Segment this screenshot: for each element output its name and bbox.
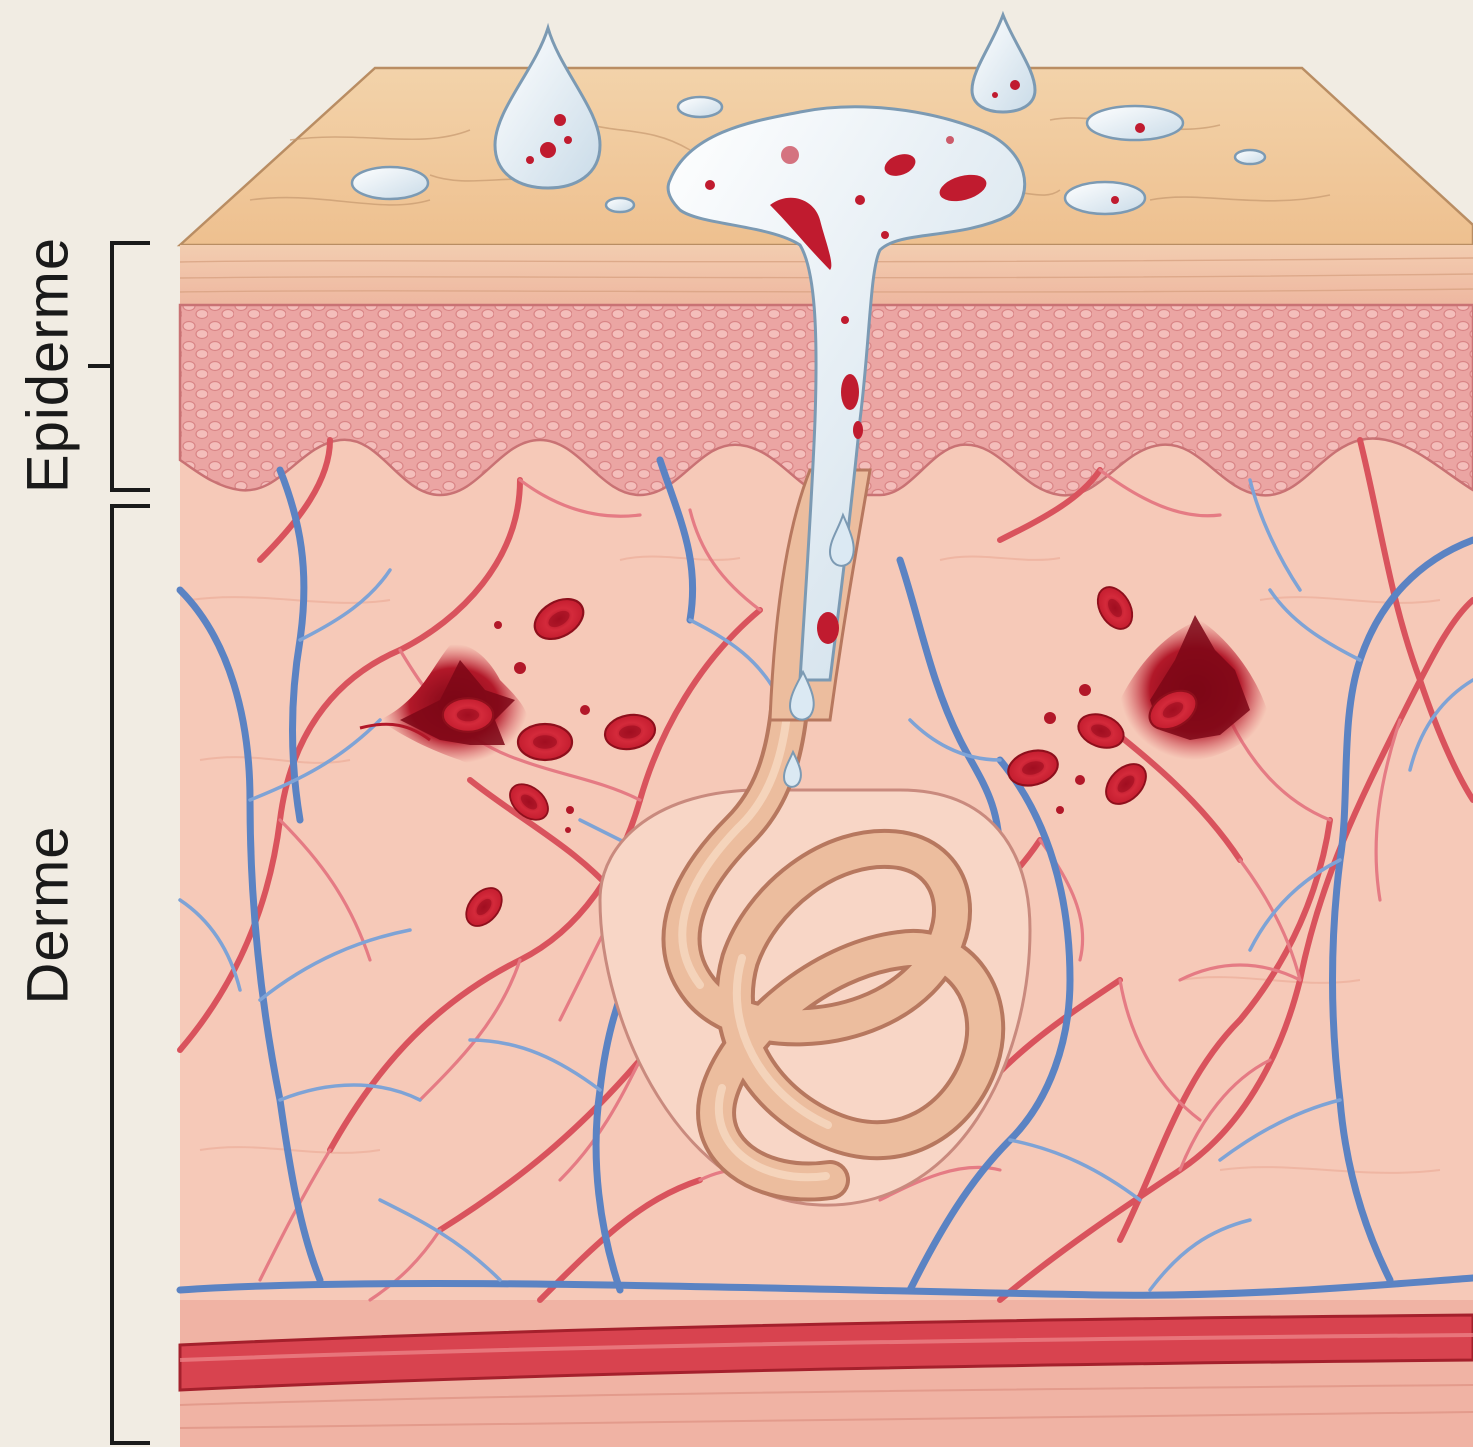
sweat-droplet-icon bbox=[972, 15, 1035, 112]
red-blood-cell-icon bbox=[518, 724, 572, 760]
epidermis-label: Epiderme bbox=[15, 237, 82, 493]
epidermis-bracket bbox=[88, 243, 150, 490]
sweat-droplet-icon bbox=[495, 28, 600, 188]
dermis-bracket bbox=[112, 506, 150, 1443]
dermis-label: Derme bbox=[15, 825, 82, 1004]
red-blood-cell-icon bbox=[443, 698, 493, 732]
